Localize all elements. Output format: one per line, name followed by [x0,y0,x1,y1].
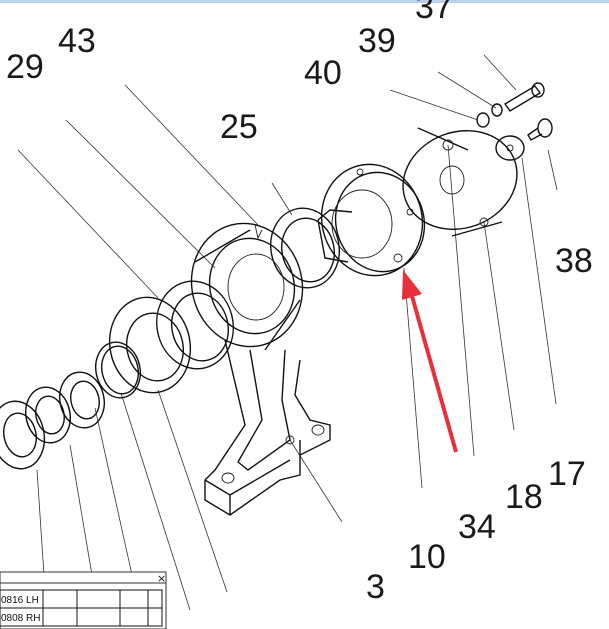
callout-3: 3 [366,568,385,606]
left-small-rings [0,371,105,470]
callout-37: 37 [415,0,453,26]
screw-assembly [476,82,545,128]
callout-38: 38 [555,242,593,280]
spacer-ring [108,296,192,394]
table-row-lh: 0816 LH [1,595,39,606]
snap-ring [95,341,141,399]
bearing-flange [317,163,426,277]
callout-10: 10 [408,538,446,576]
callout-40: 40 [304,54,342,92]
close-icon[interactable]: × [157,572,166,585]
leader-lines [17,54,558,611]
callout-25: 25 [220,108,258,146]
end-cover [402,127,518,237]
callout-17: 17 [548,455,586,493]
pedestal-housing [190,222,331,516]
callout-18: 18 [505,478,543,516]
bearing-ring [156,280,234,370]
washer-and-bolt [495,118,553,161]
callout-43: 43 [58,22,96,60]
parts-table: 0816 LH 0808 RH [0,571,167,629]
callout-39: 39 [358,22,396,60]
callout-29: 29 [6,48,44,86]
window-frame-top [0,0,609,3]
table-row-rh: 0808 RH [1,613,40,624]
callout-34: 34 [458,508,496,546]
red-pointer-arrow [402,270,458,453]
